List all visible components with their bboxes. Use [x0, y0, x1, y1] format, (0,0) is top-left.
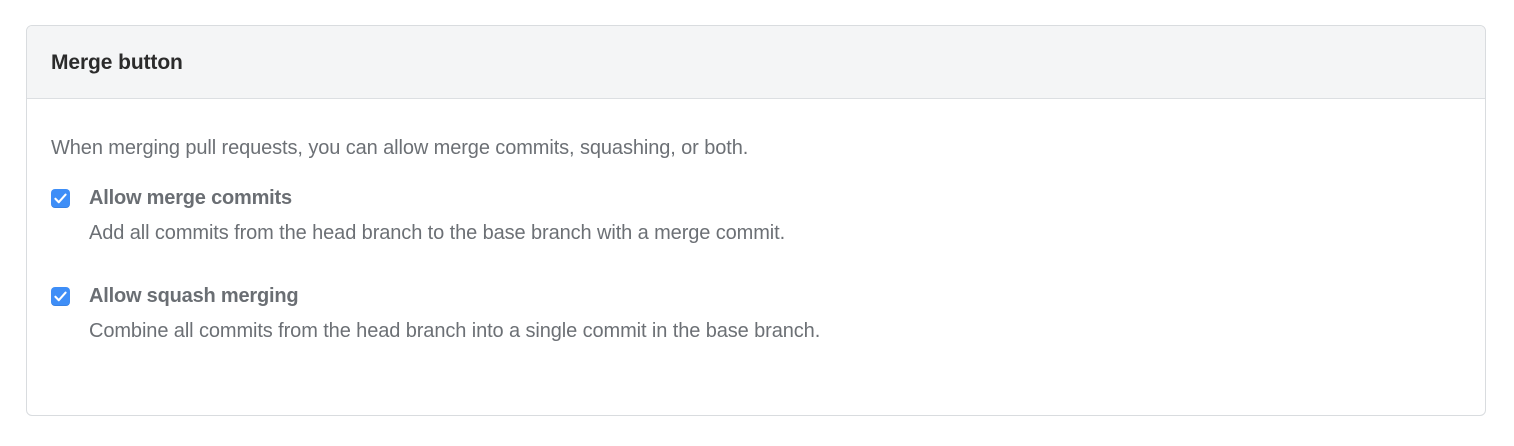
allow-squash-merging-checkbox[interactable]	[51, 287, 70, 306]
checkmark-icon	[54, 291, 67, 302]
allow-merge-commits-description: Add all commits from the head branch to …	[89, 222, 786, 244]
option-allow-merge-commits: Allow merge commits Add all commits from…	[51, 186, 1461, 245]
allow-squash-merging-label[interactable]: Allow squash merging	[89, 285, 299, 307]
checkmark-icon	[54, 193, 67, 204]
merge-button-settings-card: Merge button When merging pull requests,…	[26, 25, 1486, 416]
allow-merge-commits-label[interactable]: Allow merge commits	[89, 187, 292, 209]
option-allow-squash-merging: Allow squash merging Combine all commits…	[51, 284, 1461, 343]
merge-options-list: Allow merge commits Add all commits from…	[51, 186, 1461, 343]
page-title: Merge button	[51, 50, 183, 74]
allow-merge-commits-checkbox[interactable]	[51, 189, 70, 208]
intro-description: When merging pull requests, you can allo…	[51, 137, 749, 159]
allow-squash-merging-description: Combine all commits from the head branch…	[89, 320, 821, 342]
card-body: When merging pull requests, you can allo…	[27, 99, 1485, 343]
card-header: Merge button	[27, 26, 1485, 99]
